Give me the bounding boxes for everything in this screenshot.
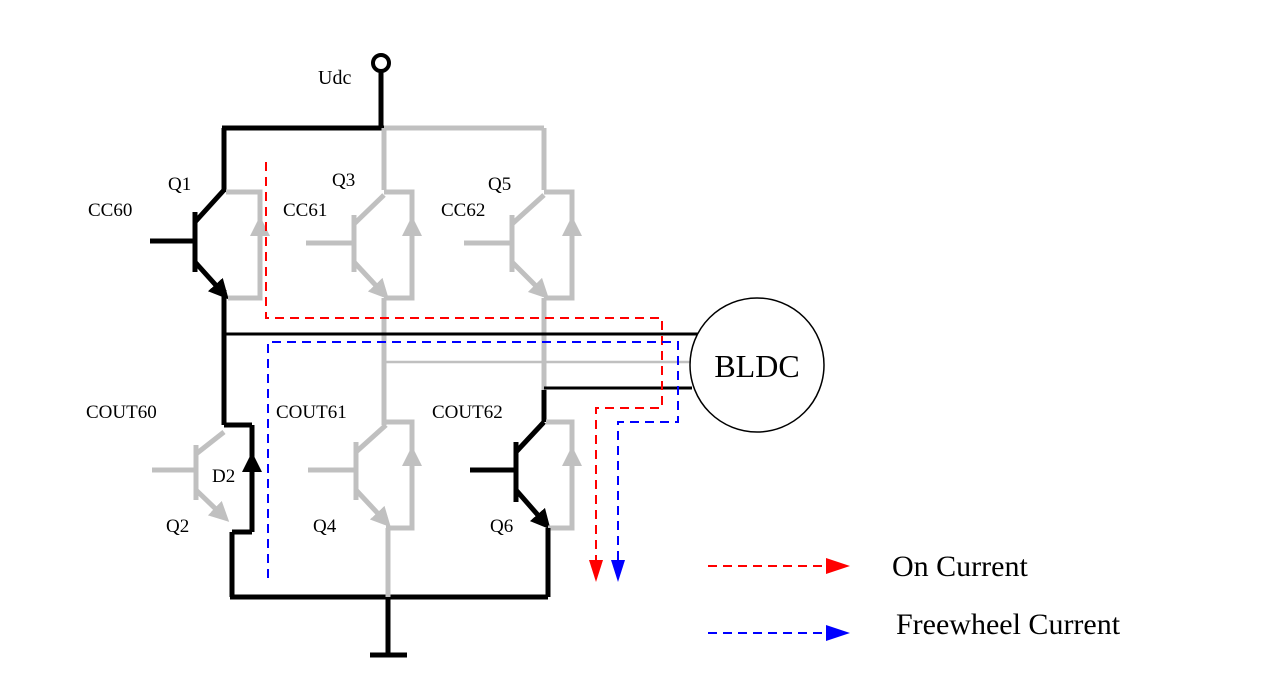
transistor-q3 (306, 189, 422, 425)
label-q6: Q6 (490, 516, 513, 537)
label-cout60: COUT60 (86, 402, 157, 423)
label-cc60: CC60 (88, 200, 132, 221)
top-rail (221, 125, 547, 190)
label-cc61: CC61 (283, 200, 327, 221)
supply-node (371, 53, 391, 128)
phase-wires (224, 332, 698, 390)
label-q1: Q1 (168, 174, 191, 195)
label-q2: Q2 (166, 516, 189, 537)
bldc-motor (689, 297, 825, 433)
legend-freewheel-current: Freewheel Current (708, 608, 1121, 641)
bottom-rail (230, 540, 548, 658)
supply-label: Udc (318, 67, 351, 89)
label-q3: Q3 (332, 170, 355, 191)
freewheel-current-path (267, 341, 679, 582)
label-q5: Q5 (488, 174, 511, 195)
transistor-q6 (470, 419, 582, 597)
transistor-q5 (464, 189, 582, 390)
on-current-path (265, 162, 663, 582)
transistor-q2 (152, 422, 262, 597)
legend-freewheel-current-label: Freewheel Current (896, 608, 1121, 641)
label-cc62: CC62 (441, 200, 485, 221)
red-arrow-icon (826, 558, 850, 574)
blue-arrow-icon (826, 625, 850, 641)
legend-on-current-label: On Current (892, 550, 1028, 583)
motor-label: BLDC (714, 348, 799, 384)
label-d2: D2 (212, 466, 235, 487)
label-cout62: COUT62 (432, 402, 503, 423)
label-q4: Q4 (313, 516, 337, 537)
legend: On Current Freewheel Current (708, 550, 1121, 641)
label-cout61: COUT61 (276, 402, 347, 423)
transistor-q4 (308, 419, 422, 540)
transistor-q1 (150, 178, 270, 340)
legend-on-current: On Current (708, 550, 1028, 583)
